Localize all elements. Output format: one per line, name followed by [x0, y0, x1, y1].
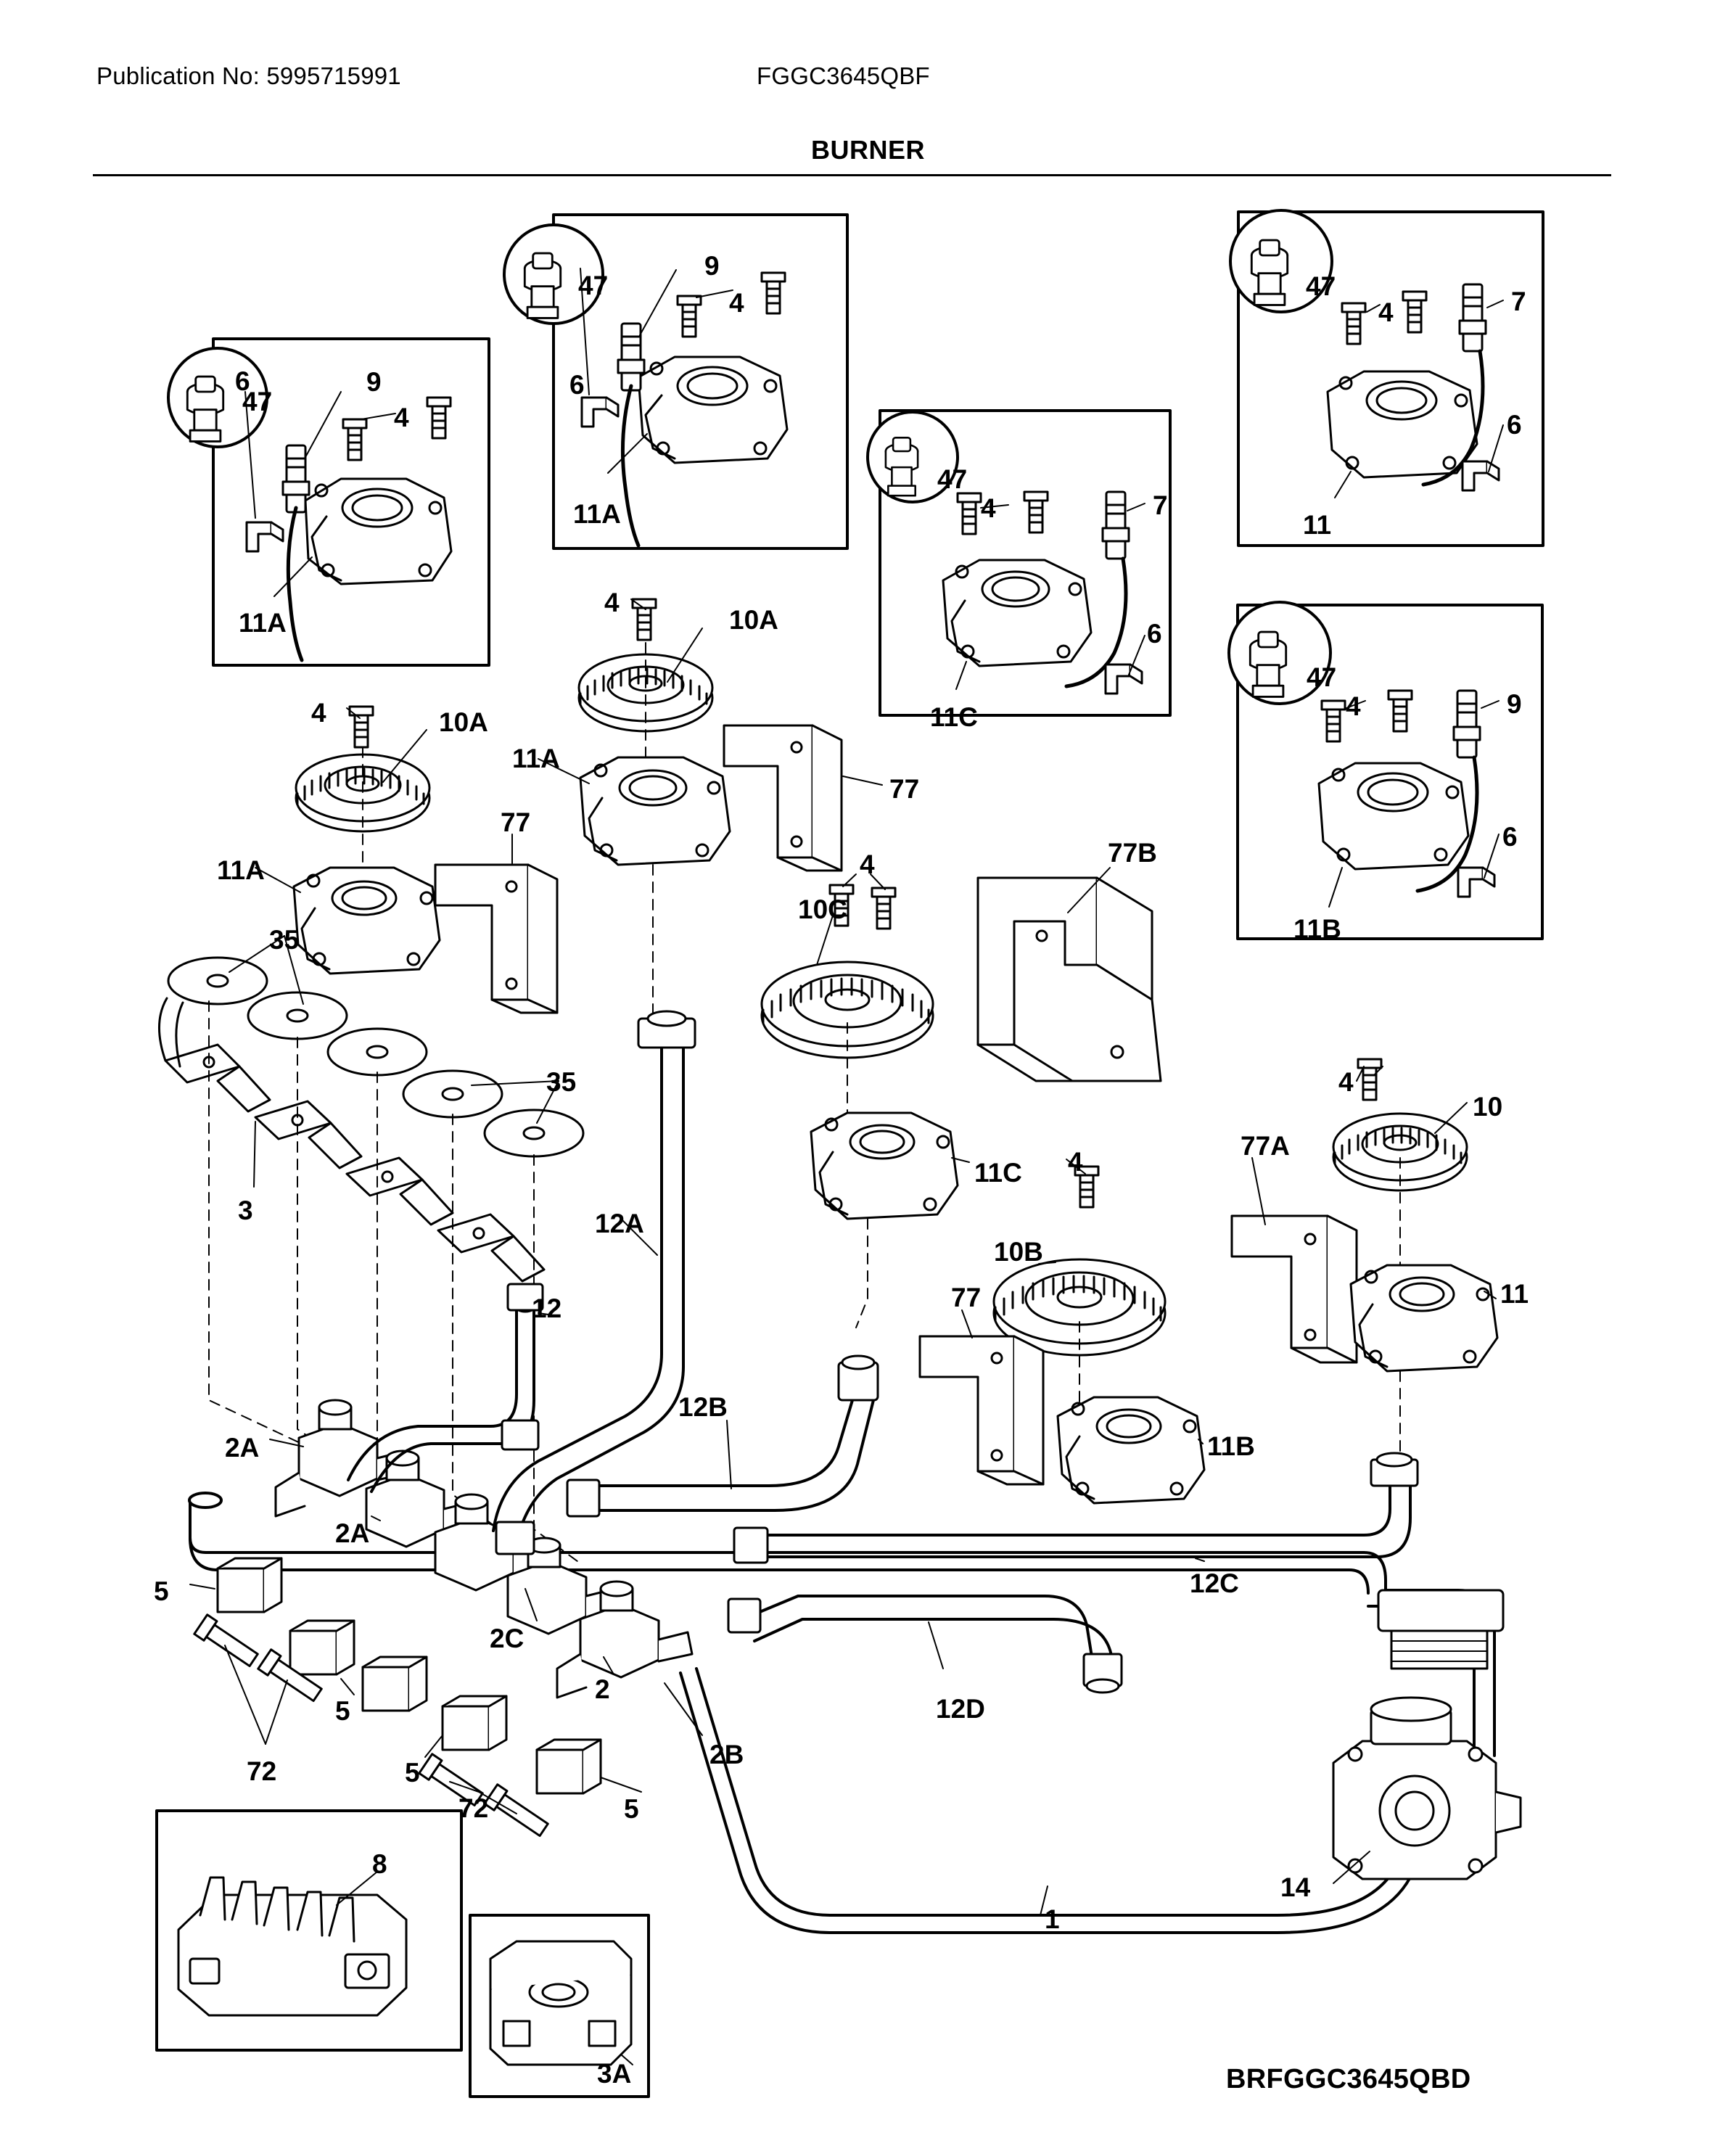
callout-77B: 77B [1108, 838, 1157, 868]
callout-47-boxC: 47 [1306, 271, 1336, 301]
callout-12B: 12B [678, 1392, 728, 1422]
callout-10A-upper: 10A [729, 605, 778, 635]
callout-4-boxE: 4 [1346, 691, 1361, 721]
callout-10C: 10C [798, 894, 847, 924]
callout-77A: 77A [1241, 1131, 1290, 1161]
callout-6-boxC: 6 [1507, 410, 1522, 440]
callout-11C-main: 11C [974, 1158, 1022, 1188]
callout-5-first: 5 [154, 1576, 169, 1606]
callout-4-boxD: 4 [981, 493, 996, 523]
callout-11A-mid: 11A [512, 744, 560, 773]
callout-9-boxB: 9 [704, 251, 720, 281]
callout-11A-lower-left: 11A [217, 855, 265, 885]
callout-2: 2 [595, 1674, 610, 1704]
callout-4-boxB: 4 [729, 288, 744, 318]
callout-10A-left: 10A [439, 707, 488, 737]
callout-7-boxD: 7 [1153, 490, 1168, 520]
callout-12C: 12C [1190, 1568, 1239, 1598]
publication-number: Publication No: 5995715991 [96, 62, 401, 89]
callout-6-boxA: 6 [235, 366, 250, 396]
callout-10B: 10B [994, 1237, 1043, 1267]
callout-12: 12 [532, 1294, 562, 1323]
callout-47-boxB: 47 [578, 271, 609, 300]
callout-7-boxC: 7 [1511, 287, 1526, 316]
callout-9-boxA: 9 [366, 367, 382, 397]
callout-4-upper-mid: 4 [604, 588, 620, 617]
callout-8: 8 [372, 1849, 387, 1879]
diagram-footer-code: BRFGGC3645QBD [1226, 2064, 1471, 2094]
callout-4-10B: 4 [1068, 1147, 1083, 1177]
callout-35-left: 35 [269, 925, 300, 955]
page-header: Publication No: 5995715991 FGGC3645QBF [0, 62, 1736, 91]
callout-72-second: 72 [458, 1793, 489, 1823]
callout-35-right: 35 [546, 1067, 577, 1097]
callout-4-center: 4 [860, 850, 875, 879]
callout-2B: 2B [709, 1740, 744, 1769]
callout-5-third: 5 [405, 1758, 420, 1788]
callout-11A-boxA: 11A [239, 608, 287, 638]
model-number: FGGC3645QBF [757, 62, 930, 89]
callout-4-boxC: 4 [1378, 297, 1394, 327]
page-title: BURNER [810, 135, 925, 165]
callout-2A-second: 2A [335, 1518, 370, 1548]
callout-77-mid: 77 [889, 774, 920, 804]
callout-12A: 12A [595, 1209, 644, 1238]
callout-4-boxA: 4 [394, 403, 409, 432]
header-divider [93, 174, 1611, 176]
callout-47-boxA: 47 [242, 387, 273, 416]
callout-47-boxD: 47 [937, 464, 968, 494]
callout-5-second: 5 [335, 1696, 350, 1726]
callout-3A: 3A [597, 2059, 632, 2089]
callout-5-fourth: 5 [624, 1794, 639, 1824]
callout-4-left: 4 [311, 698, 326, 728]
callout-9-boxE: 9 [1507, 689, 1522, 719]
callout-11B-boxE: 11B [1293, 914, 1341, 944]
callout-72-first: 72 [247, 1756, 277, 1786]
callout-77-lower: 77 [951, 1283, 982, 1312]
callout-2C: 2C [490, 1624, 524, 1653]
callout-3: 3 [238, 1196, 253, 1225]
callout-11A-boxB: 11A [573, 499, 621, 529]
callout-4-right: 4 [1338, 1067, 1354, 1097]
callout-2A-first: 2A [225, 1433, 260, 1463]
callout-11B-main: 11B [1207, 1431, 1255, 1461]
callout-10: 10 [1473, 1092, 1503, 1122]
callout-11-boxC: 11 [1303, 510, 1332, 540]
callout-1: 1 [1045, 1904, 1060, 1934]
callout-6-boxE: 6 [1502, 822, 1518, 852]
callout-6-boxB: 6 [569, 370, 585, 400]
callout-47-boxE: 47 [1307, 662, 1337, 692]
callout-77-left: 77 [501, 807, 531, 837]
callout-12D: 12D [936, 1694, 985, 1724]
callout-11C-boxD: 11C [930, 702, 978, 732]
callout-6-boxD: 6 [1147, 619, 1162, 649]
callout-14: 14 [1280, 1872, 1311, 1902]
callout-11-main: 11 [1500, 1279, 1529, 1309]
